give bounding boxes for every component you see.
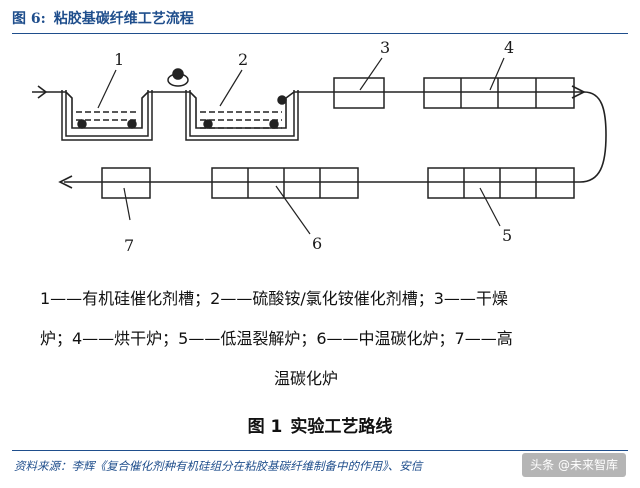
tank-1 xyxy=(61,90,153,141)
leader-3 xyxy=(359,57,383,91)
process-flow-svg xyxy=(32,57,607,235)
watermark: 头条 @未来智库 xyxy=(522,453,626,477)
inlet-arrow xyxy=(37,85,48,99)
furnace-3 xyxy=(333,77,385,109)
furnace-7 xyxy=(101,167,151,199)
figure-title: 粘胶基碳纤维工艺流程 xyxy=(53,11,194,27)
label-1: 1 xyxy=(114,50,125,69)
header-divider xyxy=(12,33,628,34)
footer-divider xyxy=(12,450,628,451)
leader-6 xyxy=(275,185,311,235)
furnace-5 xyxy=(427,167,575,199)
legend-line-3: 温碳化炉 xyxy=(274,369,339,388)
figure-header: 图 6: 粘胶基碳纤维工艺流程 xyxy=(12,8,628,30)
feed-roller xyxy=(167,68,189,87)
label-5: 5 xyxy=(502,226,513,245)
legend-line-1: 1——有机硅催化剂槽；2——硫酸铵/氯化铵催化剂槽；3——干燥 xyxy=(40,289,508,308)
label-4: 4 xyxy=(504,38,515,57)
leader-4 xyxy=(489,57,505,91)
tank-2 xyxy=(185,90,299,141)
fiber-path-top xyxy=(32,91,584,129)
outlet-arrow xyxy=(58,175,73,189)
figure-label: 图 6: xyxy=(12,11,46,27)
caption-title: 实验工艺路线 xyxy=(290,417,393,437)
caption-number: 图 1 xyxy=(247,417,283,437)
return-loop xyxy=(64,91,607,183)
label-2: 2 xyxy=(238,50,249,69)
leader-5 xyxy=(479,187,501,227)
figure-caption: 图 1 实验工艺路线 xyxy=(0,412,640,437)
label-7: 7 xyxy=(124,236,135,255)
process-diagram: 1 2 3 4 5 6 7 xyxy=(24,38,616,262)
furnace-6 xyxy=(211,167,359,199)
legend-line-2: 炉；4——烘干炉；5——低温裂解炉；6——中温碳化炉；7——高 xyxy=(40,329,513,348)
source-note: 资料来源：李辉《复合催化剂种有机硅组分在粘胶基碳纤维制备中的作用》、安信 xyxy=(14,459,423,473)
turn-arrow xyxy=(571,85,586,99)
label-6: 6 xyxy=(312,234,323,253)
furnace-4 xyxy=(423,77,575,109)
leader-7 xyxy=(123,187,131,221)
label-3: 3 xyxy=(380,38,391,57)
leader-1 xyxy=(97,69,117,109)
leader-2 xyxy=(219,69,243,107)
